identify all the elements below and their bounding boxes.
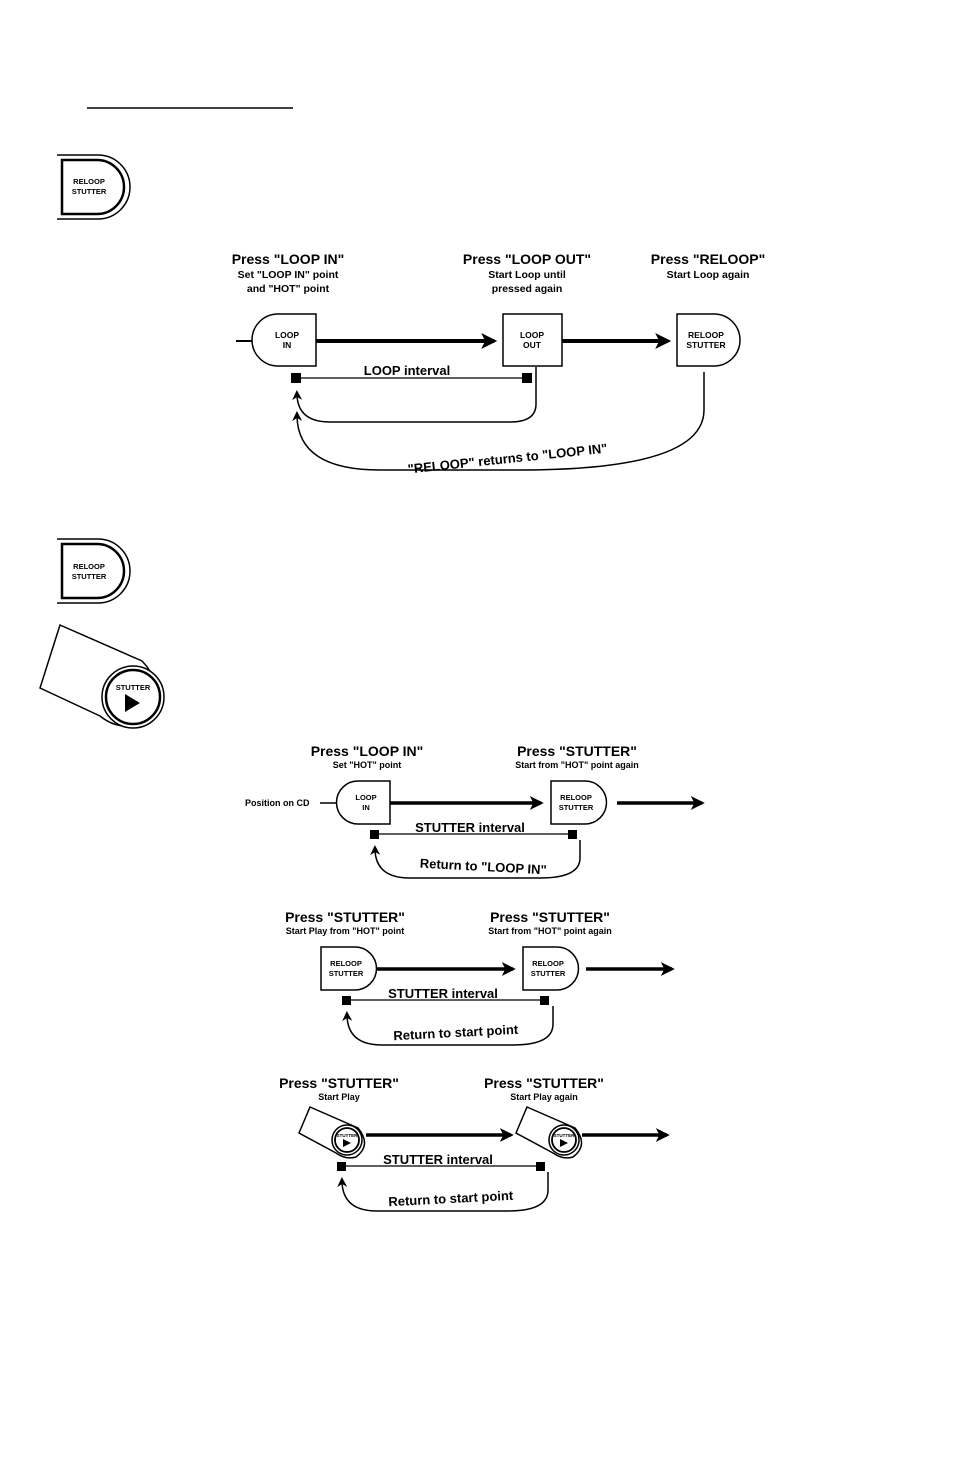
- loop-out-button: LOOP OUT: [502, 313, 563, 367]
- sd1-reloop-label-1: RELOOP: [560, 793, 592, 802]
- sd3-end-marker: [536, 1162, 545, 1171]
- sd1-loop-in-label-2: IN: [362, 803, 370, 812]
- sd2-interval-label: STUTTER interval: [388, 986, 498, 1001]
- sd3-button-b-label: STUTTER: [554, 1133, 575, 1138]
- reloop-return-label: "RELOOP" returns to "LOOP IN": [407, 441, 608, 477]
- sd1-loop-in-label-1: LOOP: [355, 793, 376, 802]
- loop-interval-label: LOOP interval: [364, 363, 450, 378]
- sd1-step2-title: Press "STUTTER": [517, 743, 637, 759]
- sd1-reloop-label-2: STUTTER: [559, 803, 594, 812]
- sd1-loop-in-button: LOOP IN: [335, 780, 391, 825]
- sd2-button-a: RELOOP STUTTER: [320, 946, 378, 991]
- loop-in-marker: [291, 373, 301, 383]
- loop-out-marker: [522, 373, 532, 383]
- sd3-interval-label: STUTTER interval: [383, 1152, 493, 1167]
- reloop-stutter-icon: RELOOP STUTTER: [57, 154, 131, 220]
- sd1-return-label: Return to "LOOP IN": [419, 856, 547, 878]
- sd3-step2-title: Press "STUTTER": [484, 1075, 604, 1091]
- sd3-step2-sub: Start Play again: [510, 1092, 578, 1102]
- sd1-end-marker: [568, 830, 577, 839]
- sd2-button-b-label-1: RELOOP: [532, 959, 564, 968]
- sd2-return-label: Return to start point: [393, 1022, 519, 1044]
- loop-in-step-sub1: Set "LOOP IN" point: [238, 269, 339, 281]
- sd2-step1-title: Press "STUTTER": [285, 909, 405, 925]
- sd3-button-b: STUTTER: [515, 1106, 583, 1159]
- loop-diagram: Press "LOOP IN" Set "LOOP IN" point and …: [232, 251, 766, 476]
- stutter-diagram-2: Press "STUTTER" Start Play from "HOT" po…: [285, 909, 675, 1046]
- loop-out-step-title: Press "LOOP OUT": [463, 251, 591, 267]
- loop-out-step-sub1: Start Loop until: [488, 269, 566, 281]
- play-icon: [125, 694, 140, 712]
- reloop-return-curve: [292, 372, 705, 471]
- loop-in-label-1: LOOP: [275, 330, 299, 340]
- loop-out-label-1: LOOP: [520, 330, 544, 340]
- sd2-button-a-label-1: RELOOP: [330, 959, 362, 968]
- loop-in-label-2: IN: [283, 340, 292, 350]
- sd1-position-label: Position on CD: [245, 798, 310, 808]
- sd2-end-marker: [540, 996, 549, 1005]
- stutter-play-icon: STUTTER: [39, 623, 165, 729]
- sd1-step1-title: Press "LOOP IN": [311, 743, 424, 759]
- loop-out-step-sub2: pressed again: [492, 283, 563, 295]
- sd2-start-marker: [342, 996, 351, 1005]
- reloop-step-sub1: Start Loop again: [667, 269, 750, 281]
- reloop-icon-label-2: STUTTER: [72, 187, 107, 196]
- sd3-return-label: Return to start point: [388, 1188, 514, 1210]
- sd2-step2-sub: Start from "HOT" point again: [488, 926, 612, 936]
- sd1-step1-sub: Set "HOT" point: [333, 760, 402, 770]
- reloop-icon-label-1: RELOOP: [73, 177, 105, 186]
- sd1-interval-label: STUTTER interval: [415, 820, 525, 835]
- sd2-button-b-label-2: STUTTER: [531, 969, 566, 978]
- loop-in-step-title: Press "LOOP IN": [232, 251, 345, 267]
- sd3-play-icon-a: [343, 1139, 351, 1147]
- sd1-reloop-button: RELOOP STUTTER: [550, 780, 608, 825]
- reloop-stutter-icon-2: RELOOP STUTTER: [57, 538, 131, 604]
- sd3-button-a: STUTTER: [298, 1106, 366, 1159]
- sd3-step1-title: Press "STUTTER": [279, 1075, 399, 1091]
- sd1-start-marker: [370, 830, 379, 839]
- sd3-play-icon-b: [560, 1139, 568, 1147]
- loop-in-step-sub2: and "HOT" point: [247, 283, 330, 295]
- sd2-step2-title: Press "STUTTER": [490, 909, 610, 925]
- loop-in-button: LOOP IN: [251, 313, 317, 367]
- sd1-return-curve: [370, 840, 581, 879]
- reloop-label-1: RELOOP: [688, 330, 724, 340]
- loop-out-label-2: OUT: [523, 340, 542, 350]
- stutter-diagram-1: Press "LOOP IN" Set "HOT" point Press "S…: [245, 743, 705, 879]
- loop-return-curve: [292, 367, 537, 423]
- stutter-diagram-3: Press "STUTTER" Start Play Press "STUTTE…: [279, 1075, 670, 1212]
- sd2-button-a-label-2: STUTTER: [329, 969, 364, 978]
- sd2-return-curve: [342, 1006, 554, 1046]
- reloop-button: RELOOP STUTTER: [676, 313, 741, 367]
- stutter-icon-label: STUTTER: [116, 683, 151, 692]
- reloop-step-title: Press "RELOOP": [651, 251, 765, 267]
- reloop-icon-2-label-2: STUTTER: [72, 572, 107, 581]
- reloop-label-2: STUTTER: [686, 340, 725, 350]
- sd3-return-curve: [337, 1172, 549, 1212]
- sd2-step1-sub: Start Play from "HOT" point: [286, 926, 405, 936]
- sd2-button-b: RELOOP STUTTER: [522, 946, 580, 991]
- sd3-button-a-label: STUTTER: [337, 1133, 358, 1138]
- sd3-step1-sub: Start Play: [318, 1092, 360, 1102]
- sd1-step2-sub: Start from "HOT" point again: [515, 760, 639, 770]
- sd3-start-marker: [337, 1162, 346, 1171]
- reloop-icon-2-label-1: RELOOP: [73, 562, 105, 571]
